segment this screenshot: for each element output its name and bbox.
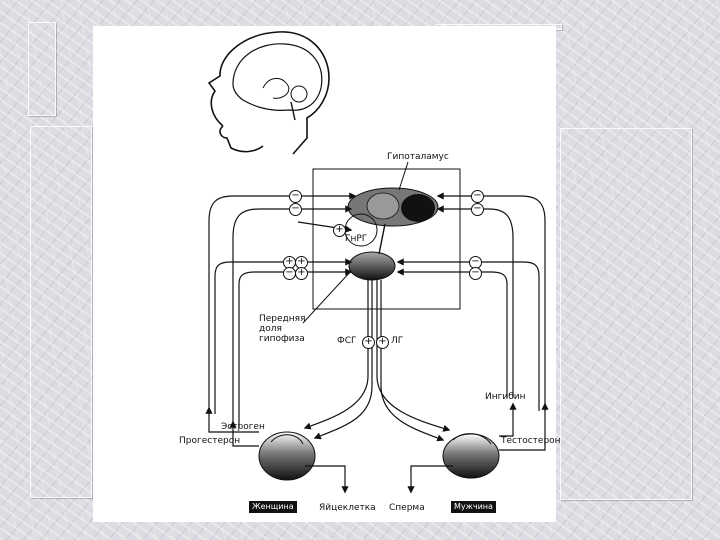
diagram-graphics: [205, 31, 549, 494]
lh-line: [376, 280, 451, 432]
hypothalamus-pituitary-box: [312, 168, 461, 310]
sign-plus-lh: +: [376, 336, 389, 349]
sign-minus-right-2: −: [471, 203, 484, 216]
brain-detail: [262, 78, 290, 99]
male-label: Мужчина: [451, 501, 496, 513]
progesterone-label: Прогестерон: [179, 436, 241, 446]
fsh-line-2: [313, 280, 373, 440]
lh-line-2: [380, 280, 445, 442]
hypothalamus-dark-lobe: [401, 194, 435, 222]
sign-minus-left-1: −: [289, 190, 302, 203]
feedback-line-right-inner: [436, 205, 514, 398]
sign-minus-right-4: −: [469, 267, 482, 280]
lh-label: ЛГ: [391, 336, 404, 346]
testis-detail: [452, 433, 492, 445]
brain-stem: [290, 101, 296, 121]
testosterone-label: Тестостерон: [501, 436, 561, 446]
estrogen-label: Эстроген: [221, 422, 265, 432]
testosterone-arrow: [499, 402, 549, 451]
feedback-line-left-outer: [208, 192, 357, 414]
fsh-line: [303, 280, 369, 430]
sign-minus-left-3: −: [283, 267, 296, 280]
gnrg-label: ГнРГ: [345, 234, 368, 244]
reproductive-axis-diagram: Гипоталамус ГнРГ Передняя доля гипофиза …: [93, 26, 561, 522]
pituitary-label: Передняя доля гипофиза: [259, 314, 306, 344]
pituitary-stalk: [378, 223, 386, 255]
progesterone-arrow: [229, 420, 259, 447]
brain-outline: [232, 43, 323, 111]
sign-plus-gnrg: +: [333, 224, 346, 237]
inhibin-arrow: [499, 402, 517, 437]
head-silhouette: [207, 31, 330, 155]
feedback-line-right-outer: [436, 192, 546, 411]
inhibin-label: Ингибин: [485, 392, 526, 402]
feedback-line-left-inner: [232, 205, 353, 428]
sign-minus-right-1: −: [471, 190, 484, 203]
ovary-detail: [270, 434, 304, 445]
feedback-line-right-pit-1: [396, 258, 540, 411]
pituitary-pointer: [302, 270, 352, 324]
hypothalamus-pointer: [398, 161, 409, 191]
sign-minus-left-2: −: [289, 203, 302, 216]
hypothalamus-mid: [366, 192, 400, 220]
ovary: [258, 431, 316, 481]
sign-plus-fsh: +: [362, 336, 375, 349]
feedback-line-left-pit-2: [238, 268, 353, 428]
ovulation-arrow: [305, 465, 349, 494]
hypothalamus-label: Гипоталамус: [387, 152, 449, 162]
sign-plus-left-3: +: [295, 267, 308, 280]
background-frame-left-top: [28, 22, 56, 116]
testis: [442, 433, 500, 479]
feedback-line-left-pit-1: [214, 258, 353, 414]
anterior-pituitary: [348, 251, 396, 281]
background-frame-left: [30, 126, 92, 498]
sperm-label: Сперма: [389, 503, 425, 513]
fsh-label: ФСГ: [337, 336, 357, 346]
brain-cerebellum: [290, 85, 308, 103]
background-frame-right: [560, 128, 692, 500]
estrogen-arrow: [205, 406, 259, 433]
ovulation-label: Яйцеклетка: [319, 503, 376, 513]
feedback-line-right-pit-2: [396, 268, 508, 398]
sperm-arrow: [407, 465, 453, 494]
female-label: Женщина: [249, 501, 297, 513]
